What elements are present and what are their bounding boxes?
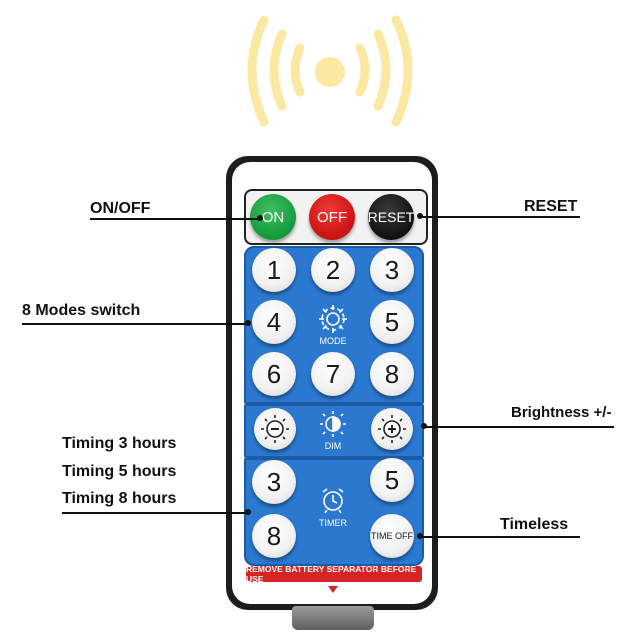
callout-dot-modes xyxy=(245,320,251,326)
callout-dot-brightness xyxy=(421,423,427,429)
mode-button-4[interactable]: 4 xyxy=(252,300,296,344)
brightness-minus-button[interactable] xyxy=(254,408,296,450)
callout-dot-on-off xyxy=(257,215,263,221)
callout-timeless: Timeless xyxy=(500,516,569,533)
mode-button-6[interactable]: 6 xyxy=(252,352,296,396)
timer-8h-button[interactable]: 8 xyxy=(252,514,296,558)
on-label: ON xyxy=(261,208,285,226)
mode-button-4-label: 4 xyxy=(266,306,282,337)
mode-button-1-label: 1 xyxy=(266,254,282,285)
callout-brightness: Brightness +/- xyxy=(511,404,612,421)
callout-dot-reset xyxy=(417,213,423,219)
alarm-clock-icon xyxy=(322,488,344,514)
mode-button-8[interactable]: 8 xyxy=(370,352,414,396)
mode-button-6-label: 6 xyxy=(266,358,282,389)
mode-button-5[interactable]: 5 xyxy=(370,300,414,344)
timer-label: TIMER xyxy=(319,518,347,528)
mode-button-1[interactable]: 1 xyxy=(252,248,296,292)
battery-warning-text: REMOVE BATTERY SEPARATOR BEFORE USE xyxy=(246,564,417,584)
timer-5h-label: 5 xyxy=(384,464,400,495)
brightness-minus-icon xyxy=(261,415,289,443)
timer-3h-button[interactable]: 3 xyxy=(252,460,296,504)
mode-label: MODE xyxy=(319,336,347,346)
callout-timing-5: Timing 5 hours xyxy=(62,463,177,480)
callout-modes: 8 Modes switch xyxy=(22,302,141,319)
arrow-down-icon xyxy=(328,586,338,593)
wireless-signal-icon xyxy=(247,15,413,127)
callout-line-timeless xyxy=(420,536,580,538)
timer-8h-label: 8 xyxy=(266,520,282,551)
callout-on-off: ON/OFF xyxy=(90,200,151,217)
off-label: OFF xyxy=(317,208,347,226)
callout-timing-8: Timing 8 hours xyxy=(62,490,177,507)
gear-icon xyxy=(319,305,347,333)
mode-button-7-label: 7 xyxy=(325,358,341,389)
mode-button-2-label: 2 xyxy=(325,254,341,285)
off-button[interactable]: OFF xyxy=(309,194,355,240)
reset-label: RESET xyxy=(367,209,415,225)
battery-warning-strip: REMOVE BATTERY SEPARATOR BEFORE USE xyxy=(246,564,422,584)
callout-line-on-off xyxy=(90,218,260,220)
half-sun-icon xyxy=(320,411,346,437)
timer-3h-label: 3 xyxy=(266,466,282,497)
reset-button[interactable]: RESET xyxy=(368,194,414,240)
callout-line-timing xyxy=(62,512,248,514)
mode-button-8-label: 8 xyxy=(384,358,400,389)
on-button[interactable]: ON xyxy=(250,194,296,240)
time-off-label: TIME OFF xyxy=(371,531,413,541)
callout-reset: RESET xyxy=(524,198,578,215)
mode-button-3-label: 3 xyxy=(384,254,400,285)
mode-button-7[interactable]: 7 xyxy=(311,352,355,396)
mode-button-5-label: 5 xyxy=(384,306,400,337)
callout-line-modes xyxy=(22,323,248,325)
callout-dot-timeless xyxy=(417,533,423,539)
mode-button-2[interactable]: 2 xyxy=(311,248,355,292)
brightness-plus-button[interactable] xyxy=(371,408,413,450)
timer-5h-button[interactable]: 5 xyxy=(370,458,414,502)
brightness-plus-icon xyxy=(378,415,406,443)
callout-dot-timing xyxy=(245,509,251,515)
callout-line-brightness xyxy=(424,426,614,428)
time-off-button[interactable]: TIME OFF xyxy=(370,514,414,558)
callout-line-reset xyxy=(420,216,580,218)
callout-timing-3: Timing 3 hours xyxy=(62,435,177,452)
dim-label: DIM xyxy=(324,441,342,451)
remote-stand xyxy=(292,606,374,630)
mode-button-3[interactable]: 3 xyxy=(370,248,414,292)
